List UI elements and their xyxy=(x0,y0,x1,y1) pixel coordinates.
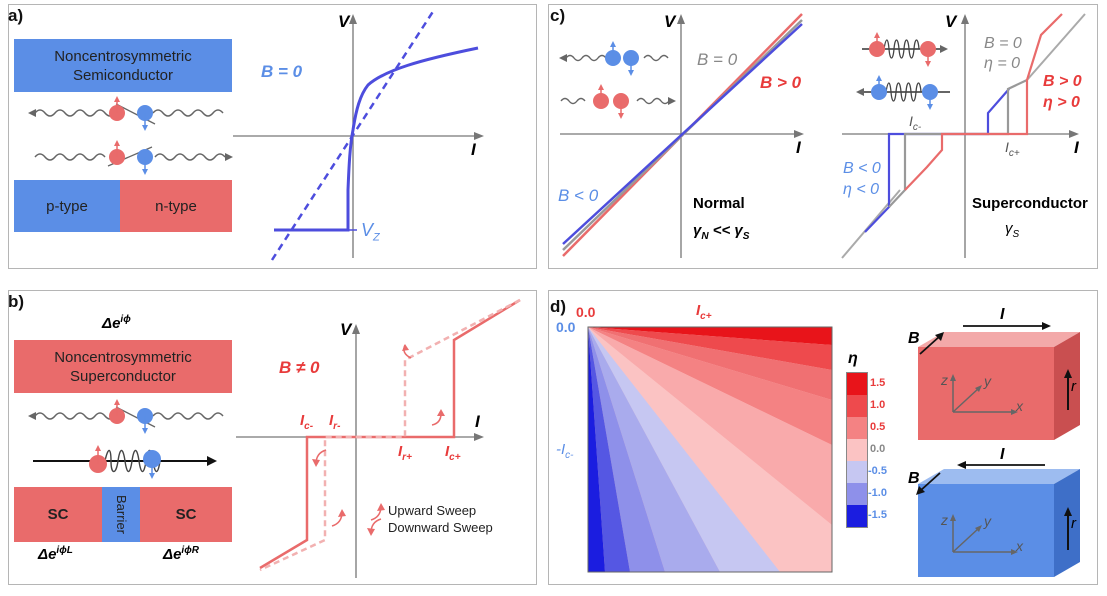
n-type-box: n-type xyxy=(120,180,232,232)
superconductor-box: Noncentrosymmetric Superconductor xyxy=(14,340,232,393)
panel-c-axis-v-right: V xyxy=(945,12,957,31)
sc-etapos-label: η > 0 xyxy=(1043,94,1080,111)
label-bpos: B > 0 xyxy=(760,73,802,92)
p-type-box: p-type xyxy=(14,180,120,232)
cube-bottom-i: I xyxy=(1000,446,1005,463)
legend-upward: Upward Sweep xyxy=(388,503,477,518)
sc-ic-minus-label: Ic- xyxy=(909,113,922,133)
ir-plus-label: Ir+ xyxy=(398,443,412,463)
colorbar-label: 1.5 xyxy=(870,377,886,389)
panel-a-vz-label: VZ xyxy=(361,220,380,244)
colorbar-label: 0.5 xyxy=(870,421,886,433)
y-mid: -Ic- xyxy=(556,441,574,461)
colorbar-swatch xyxy=(847,505,867,527)
panel-c xyxy=(548,4,1098,269)
x-top-right: Ic+ xyxy=(696,302,712,322)
sc-eta0-label: η = 0 xyxy=(984,55,1021,72)
cube-bottom-b: B xyxy=(908,470,920,487)
legend-downward: Downward Sweep xyxy=(388,520,493,535)
panel-a-label: a) xyxy=(8,6,24,25)
cube-bottom-r: r xyxy=(1071,515,1076,532)
sc-etaneg-label: η < 0 xyxy=(843,181,880,198)
delta-top-label: Δeiϕ xyxy=(102,314,131,332)
sc-gamma: γS xyxy=(1005,220,1020,240)
ic-minus-label: Ic- xyxy=(300,412,314,432)
cube-top-z: z xyxy=(941,372,948,388)
panel-d-label: d) xyxy=(550,297,567,316)
colorbar-swatch xyxy=(847,417,867,439)
sc-ic-plus-label: Ic+ xyxy=(1005,139,1020,159)
colorbar-label: -1.0 xyxy=(868,487,887,499)
colorbar-label: -0.5 xyxy=(868,465,887,477)
colorbar xyxy=(846,372,868,528)
panel-c-axis-i-right: I xyxy=(1074,138,1079,157)
sc-title: Superconductor xyxy=(972,195,1088,212)
panel-b-axis-i: I xyxy=(475,412,480,431)
colorbar-label: 1.0 xyxy=(870,399,886,411)
colorbar-swatch xyxy=(847,373,867,395)
label-bneg: B < 0 xyxy=(558,186,599,205)
sc-left-box: SC xyxy=(14,487,102,542)
panel-b-label: b) xyxy=(8,292,25,311)
sc-b0-label: B = 0 xyxy=(984,35,1022,52)
panel-a-b-label: B = 0 xyxy=(261,62,303,81)
colorbar-label: -1.5 xyxy=(868,509,887,521)
cube-top-x: x xyxy=(1016,398,1023,414)
x-top-left: 0.0 xyxy=(576,304,596,320)
cube-bottom-y: y xyxy=(984,513,991,529)
cube-top-i: I xyxy=(1000,306,1005,323)
panel-c-axis-i-left: I xyxy=(796,138,801,157)
normal-gamma: γN << γS xyxy=(693,222,750,242)
cube-bottom-z: z xyxy=(941,512,948,528)
panel-a-axis-i: I xyxy=(471,140,476,159)
delta-right-label: ΔeiϕR xyxy=(163,545,199,563)
panel-c-label: c) xyxy=(550,6,566,25)
semiconductor-box: Noncentrosymmetric Semiconductor xyxy=(14,39,232,92)
ic-plus-label: Ic+ xyxy=(445,443,461,463)
normal-title: Normal xyxy=(693,195,745,212)
cube-top-y: y xyxy=(984,373,991,389)
cube-top-r: r xyxy=(1071,378,1076,395)
barrier-box: Barrier xyxy=(102,487,140,542)
sc-bpos-label: B > 0 xyxy=(1043,73,1082,90)
panel-b-b-label: B ≠ 0 xyxy=(279,358,320,377)
cube-top-b: B xyxy=(908,330,920,347)
ir-minus-label: Ir- xyxy=(329,412,341,432)
y-top: 0.0 xyxy=(556,319,576,335)
cube-bottom-x: x xyxy=(1016,538,1023,554)
sc-right-box: SC xyxy=(140,487,232,542)
panel-b-axis-v: V xyxy=(340,320,352,339)
sc-bneg-label: B < 0 xyxy=(843,160,881,177)
colorbar-swatch xyxy=(847,395,867,417)
panel-c-axis-v-left: V xyxy=(664,12,676,31)
colorbar-title: η xyxy=(848,350,858,367)
colorbar-swatch xyxy=(847,461,867,483)
colorbar-swatch xyxy=(847,439,867,461)
colorbar-swatch xyxy=(847,483,867,505)
colorbar-label: 0.0 xyxy=(870,443,886,455)
panel-a-axis-v: V xyxy=(338,12,350,31)
label-b0: B = 0 xyxy=(697,50,738,69)
delta-left-label: ΔeiϕL xyxy=(38,545,73,563)
